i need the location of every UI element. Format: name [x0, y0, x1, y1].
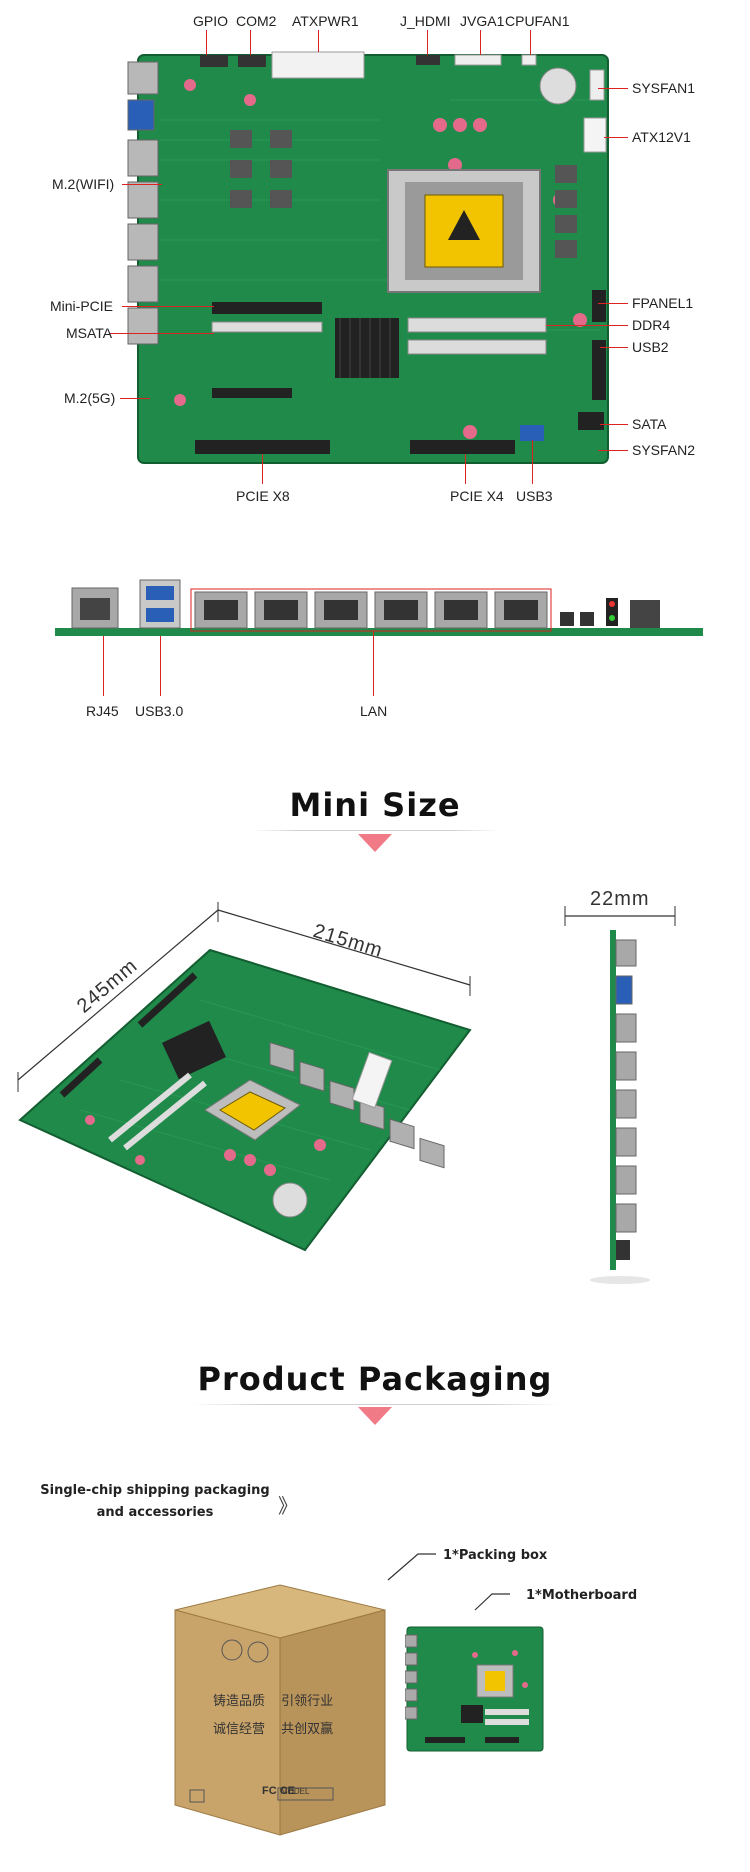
label-pcie-x4: PCIE X4: [450, 488, 504, 504]
label-rj45: RJ45: [86, 703, 119, 719]
box-ce-mark: FC CE: [262, 1785, 295, 1797]
label-m2-wifi: M.2(WIFI): [52, 176, 115, 192]
box-text-row1: 铸造品质 引领行业: [213, 1690, 333, 1709]
packaging-desc-line1: Single-chip shipping packaging: [40, 1483, 270, 1498]
label-lan: LAN: [360, 703, 388, 719]
box-text-row2: 诚信经营 共创双赢: [213, 1718, 333, 1737]
label-sysfan2: SYSFAN2: [632, 442, 696, 458]
board-side-image: [564, 906, 676, 1284]
label-jvga1: JVGA1: [460, 13, 505, 29]
box-text-1b: 引领行业: [281, 1694, 334, 1709]
board-isometric-image: [17, 902, 472, 1252]
dim-thickness: 22mm: [590, 888, 650, 910]
box-model-label: MODEL: [281, 1787, 310, 1796]
mini-size-triangle-icon: [358, 834, 392, 852]
label-msata: MSATA: [66, 325, 113, 341]
label-j-hdmi: J_HDMI: [400, 13, 451, 29]
io-panel-image: [55, 579, 703, 636]
label-cpufan1: CPUFAN1: [505, 13, 570, 29]
label-usb2: USB2: [632, 339, 669, 355]
label-usb3: USB3: [516, 488, 553, 504]
label-mini-pcie: Mini-PCIE: [50, 298, 114, 314]
packaging-motherboard-image: [405, 1626, 544, 1752]
item-motherboard: 1*Motherboard: [526, 1588, 638, 1603]
label-pcie-x8: PCIE X8: [236, 488, 290, 504]
label-com2: COM2: [236, 13, 277, 29]
packaging-desc: Single-chip shipping packaging and acces…: [40, 1480, 270, 1524]
packaging-title: Product Packaging: [197, 1360, 553, 1398]
packing-box-image: [174, 1584, 386, 1836]
box-text-2b: 共创双赢: [281, 1722, 334, 1737]
label-sata: SATA: [632, 416, 667, 432]
chevron-double-icon: 》: [278, 1496, 298, 1518]
io-side-view: RJ45 USB3.0 LAN: [0, 560, 750, 720]
mini-size-title: Mini Size: [289, 786, 461, 824]
motherboard-top-image: [127, 51, 609, 464]
mini-size-rule: [250, 830, 500, 831]
label-ddr4: DDR4: [632, 317, 671, 333]
packaging-leaders: [387, 1553, 510, 1611]
box-text-1a: 铸造品质: [213, 1694, 266, 1709]
packaging-triangle-icon: [358, 1407, 392, 1425]
box-text-2a: 诚信经营: [213, 1722, 266, 1737]
label-m2-5g: M.2(5G): [64, 390, 116, 406]
label-usb30: USB3.0: [135, 703, 184, 719]
item-packing-box: 1*Packing box: [443, 1548, 548, 1563]
label-atx12v1: ATX12V1: [632, 129, 691, 145]
label-sysfan1: SYSFAN1: [632, 80, 696, 96]
packaging-desc-line2: and accessories: [96, 1505, 214, 1520]
packaging-rule: [190, 1404, 560, 1405]
label-fpanel1: FPANEL1: [632, 295, 694, 311]
board-top-view: GPIO COM2 ATXPWR1 J_HDMI JVGA1 CPUFAN1 S…: [0, 0, 750, 504]
label-atxpwr1: ATXPWR1: [292, 13, 359, 29]
label-gpio: GPIO: [193, 13, 229, 29]
